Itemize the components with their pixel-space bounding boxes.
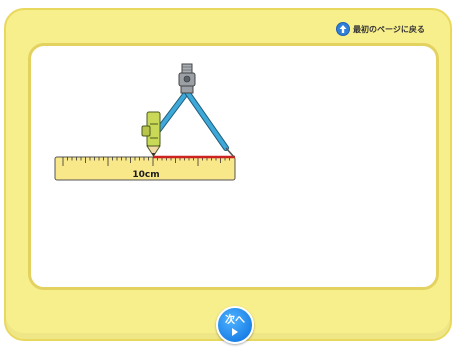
compass-ruler-illustration: 10cm xyxy=(54,60,244,184)
pencil-icon xyxy=(142,112,160,157)
play-arrow-icon xyxy=(232,328,238,336)
compass-icon xyxy=(157,64,234,157)
ruler-label: 10cm xyxy=(132,170,159,180)
next-button-label: 次へ xyxy=(225,315,245,326)
up-arrow-circle-icon xyxy=(336,22,350,36)
back-link-label: 最初のページに戻る xyxy=(353,24,425,35)
back-to-first-page-link[interactable]: 最初のページに戻る xyxy=(336,21,425,37)
next-button[interactable]: 次へ xyxy=(216,306,254,344)
ruler: 10cm xyxy=(55,157,235,180)
